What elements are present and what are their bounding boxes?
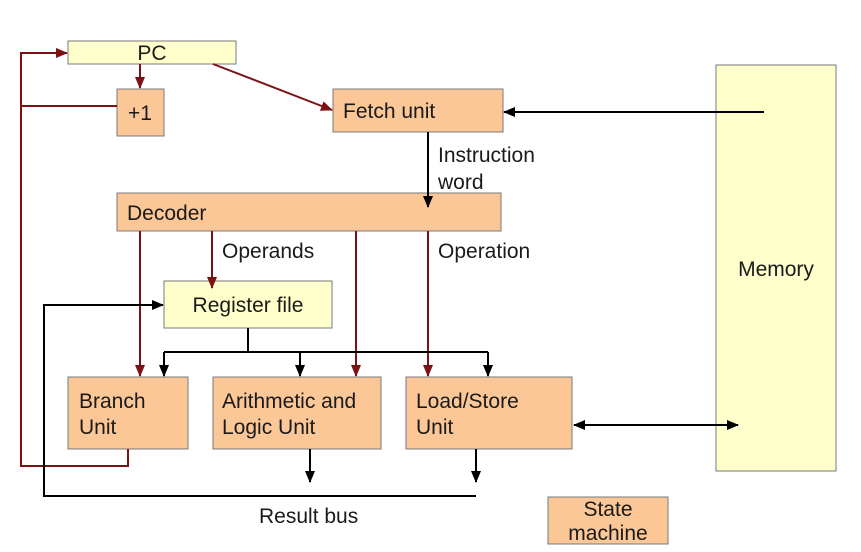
- load-store-unit-block: Load/Store Unit: [405, 376, 573, 450]
- instruction-word-label-line2: word: [437, 171, 484, 194]
- alu-label-line2: Logic Unit: [222, 416, 316, 439]
- operands-label: Operands: [222, 240, 314, 263]
- decoder-label: Decoder: [127, 202, 206, 225]
- control-arrows: [20, 48, 433, 467]
- branch-to-pc-feedback: [20, 106, 129, 467]
- fetch-unit-block: Fetch unit: [332, 88, 504, 133]
- incrementer-to-pc-feedback: [20, 48, 117, 107]
- operation-label: Operation: [438, 240, 530, 263]
- pc-block: PC: [67, 40, 237, 65]
- memory-block: Memory: [715, 64, 837, 472]
- register-file-label: Register file: [193, 294, 304, 317]
- result-bus-label: Result bus: [259, 505, 358, 528]
- result-bus: [43, 300, 476, 497]
- register-file-block: Register file: [163, 280, 333, 329]
- decoder-block: Decoder: [116, 192, 502, 232]
- instruction-word-label-line1: Instruction: [438, 144, 535, 167]
- data-arrows: [43, 107, 764, 497]
- alu-block: Arithmetic and Logic Unit: [212, 376, 382, 450]
- incrementer-block: +1: [116, 88, 165, 137]
- alu-label-line1: Arithmetic and: [222, 390, 356, 413]
- state-machine-label-line2: machine: [568, 522, 647, 545]
- state-machine-block: State machine: [547, 496, 669, 545]
- memory-label: Memory: [738, 258, 814, 281]
- pc-to-fetch-arrow: [212, 63, 333, 111]
- branch-unit-label-line2: Unit: [79, 416, 117, 439]
- fetch-unit-label: Fetch unit: [343, 100, 435, 123]
- incrementer-label: +1: [128, 102, 152, 125]
- branch-unit-block: Branch Unit: [67, 376, 189, 450]
- load-store-unit-label-line1: Load/Store: [416, 390, 519, 413]
- state-machine-label-line1: State: [583, 498, 632, 521]
- load-store-unit-label-line2: Unit: [416, 416, 454, 439]
- branch-unit-label-line1: Branch: [79, 390, 146, 413]
- pc-label: PC: [137, 42, 166, 65]
